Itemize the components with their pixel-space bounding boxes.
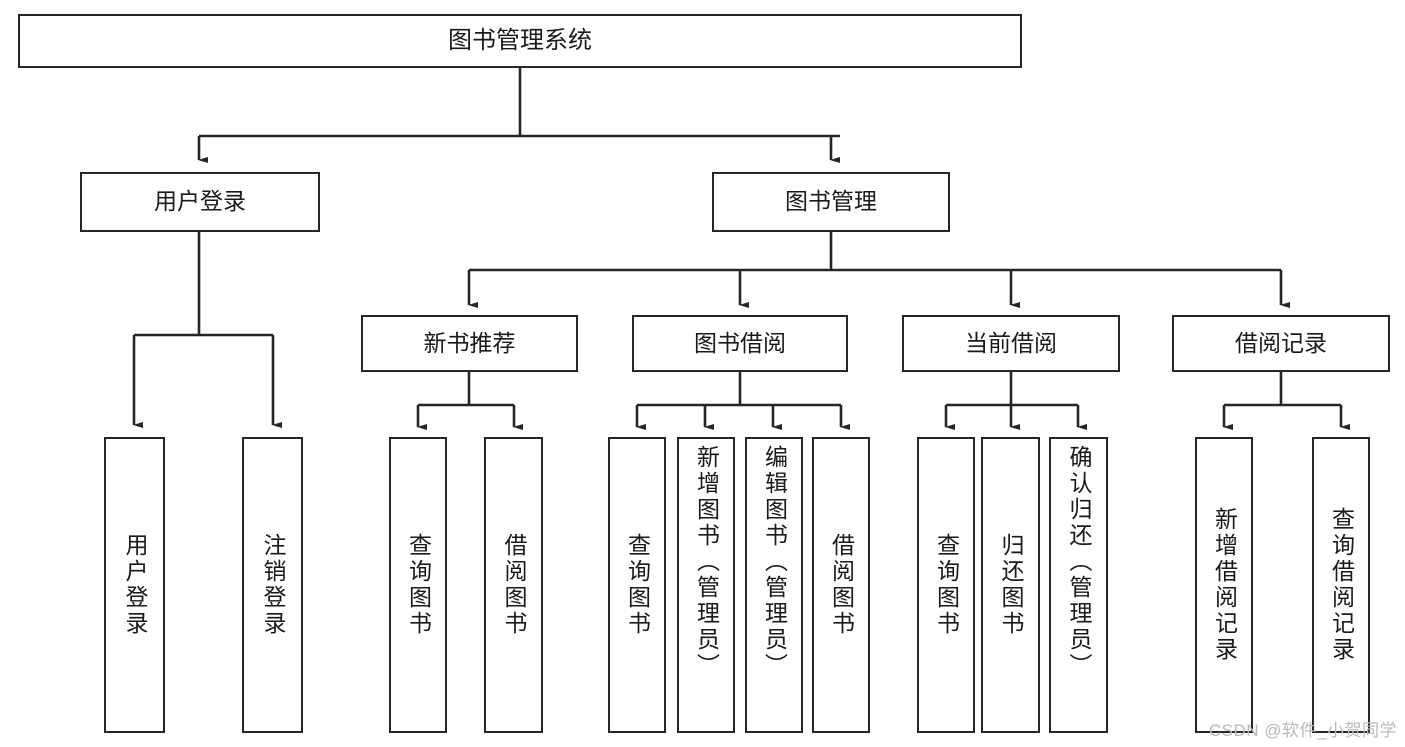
node-root-book-management-system[interactable]: 图书管理系统 [18,14,1022,68]
leaf-borrow-book-recommend[interactable]: 借阅图书 [484,437,543,733]
node-label: 当前借阅 [965,329,1057,356]
node-label: 查询借阅记录 [1328,507,1355,663]
leaf-logout[interactable]: 注销登录 [242,437,303,733]
leaf-return-book[interactable]: 归还图书 [981,437,1040,733]
node-label: 图书管理系统 [448,26,592,54]
node-label: 新书推荐 [423,329,516,356]
node-new-book-recommend[interactable]: 新书推荐 [361,315,578,372]
node-label: 图书管理 [785,188,877,215]
node-label: 用户登录 [122,533,148,637]
node-label: 借阅图书 [828,533,855,637]
edge-group-book-manage [467,232,1290,308]
edge-group-root [197,68,840,163]
node-label: 借阅记录 [1235,329,1327,356]
node-label: 用户登录 [154,188,246,215]
node-label: 查询图书 [933,533,960,637]
edge-group-borrow-record [1222,372,1350,430]
leaf-query-book-current[interactable]: 查询图书 [917,437,975,733]
node-label: 新增图书（管理员） [693,445,720,679]
leaf-borrow-book[interactable]: 借阅图书 [812,437,870,733]
leaf-query-book-borrow[interactable]: 查询图书 [608,437,666,733]
edge-group-current-borrow [944,372,1087,430]
leaf-add-book-admin[interactable]: 新增图书（管理员） [677,437,735,733]
node-label: 注销登录 [260,533,286,637]
leaf-query-borrow-record[interactable]: 查询借阅记录 [1312,437,1370,733]
leaf-user-login[interactable]: 用户登录 [104,437,165,733]
node-label: 查询图书 [624,533,651,637]
leaf-query-book-recommend[interactable]: 查询图书 [389,437,447,733]
node-current-borrow[interactable]: 当前借阅 [902,315,1120,372]
edge-group-user-login [132,232,282,428]
node-label: 编辑图书（管理员） [761,445,788,679]
node-label: 图书借阅 [694,329,786,356]
node-label: 确认归还（管理员） [1066,445,1092,679]
node-label: 查询图书 [405,533,432,637]
node-label: 新增借阅记录 [1211,507,1238,663]
node-label: 归还图书 [998,533,1024,637]
node-user-login[interactable]: 用户登录 [80,172,320,232]
node-borrow-record[interactable]: 借阅记录 [1172,315,1390,372]
edge-group-book-borrow [635,372,850,430]
edge-group-new-book [416,372,523,430]
leaf-add-borrow-record[interactable]: 新增借阅记录 [1195,437,1253,733]
node-label: 借阅图书 [501,533,527,637]
node-book-borrow[interactable]: 图书借阅 [632,315,848,372]
leaf-confirm-return-admin[interactable]: 确认归还（管理员） [1049,437,1108,733]
leaf-edit-book-admin[interactable]: 编辑图书（管理员） [745,437,803,733]
node-book-management[interactable]: 图书管理 [712,172,950,232]
